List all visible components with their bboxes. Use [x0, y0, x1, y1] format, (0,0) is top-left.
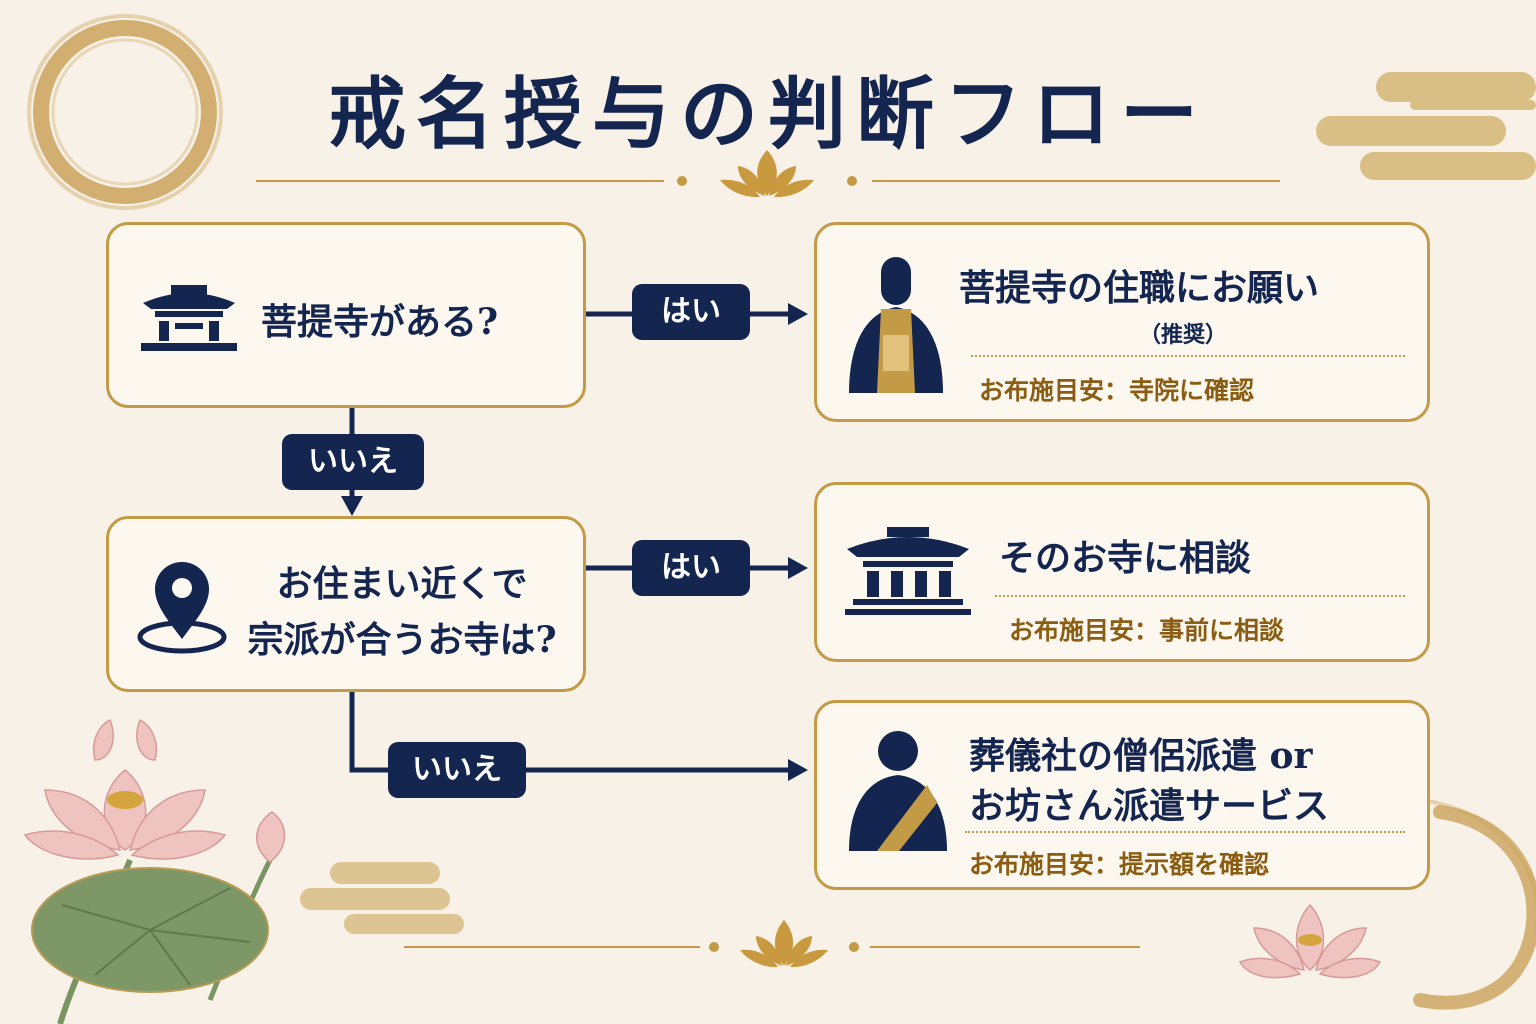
- result-1-fee: お布施目安：寺院に確認: [979, 376, 1255, 405]
- edge-label-q1-yes: はい: [632, 284, 750, 340]
- lotus-flower-bottom-right-icon: [1238, 903, 1382, 979]
- result-box-2: そのお寺に相談 お布施目安：事前に相談: [814, 482, 1430, 662]
- edge-label-q2-yes: はい: [632, 540, 750, 596]
- head-priest-icon: [849, 257, 943, 393]
- question-2-line-2: 宗派が合うお寺は?: [247, 619, 557, 661]
- temple-icon: [141, 285, 237, 351]
- bottom-divider: [404, 920, 1140, 968]
- result-3-fee-value: 提示額を確認: [1119, 850, 1270, 879]
- arrowhead-q1-no-icon: [341, 496, 363, 516]
- brush-arc-bottom-right-icon: [1413, 798, 1536, 1010]
- result-3-line-2: お坊さん派遣サービス: [969, 785, 1330, 827]
- temple-icon: [845, 527, 971, 615]
- result-2-divider: [995, 595, 1405, 597]
- result-1-note: （推奨）: [1138, 322, 1227, 348]
- result-3-divider: [965, 831, 1405, 833]
- monk-icon: [849, 731, 947, 851]
- result-2-fee-label: お布施目安: [1009, 616, 1135, 645]
- arrowhead-q1-yes-icon: [788, 303, 808, 325]
- lotus-emblem-top-icon: [720, 150, 814, 198]
- question-1-text: 菩提寺がある?: [261, 301, 499, 343]
- result-2-fee: お布施目安：事前に相談: [1009, 616, 1285, 645]
- result-3-line-1: 葬儀社の僧侶派遣 or: [969, 735, 1313, 777]
- cloud-bottom-left-icon: [300, 862, 464, 934]
- question-box-2: お住まい近くで 宗派が合うお寺は?: [106, 516, 586, 692]
- result-box-3: 葬儀社の僧侶派遣 or お坊さん派遣サービス お布施目安：提示額を確認: [814, 700, 1430, 890]
- result-3-fee-label: お布施目安: [969, 850, 1095, 879]
- map-pin-icon: [137, 562, 227, 654]
- edge-label-q2-no: いいえ: [388, 742, 526, 798]
- result-1-divider: [971, 355, 1405, 357]
- lotus-flower-bottom-left-icon: [23, 718, 286, 1024]
- result-3-fee: お布施目安：提示額を確認: [969, 850, 1270, 879]
- result-box-1: 菩提寺の住職にお願い （推奨） お布施目安：寺院に確認: [814, 222, 1430, 422]
- arrowhead-q2-yes-icon: [788, 557, 808, 579]
- arrowhead-q2-no-icon: [788, 759, 808, 781]
- result-2-fee-value: 事前に相談: [1159, 616, 1285, 645]
- page-title: 戒名授与の判断フロー: [327, 69, 1208, 160]
- edge-label-q1-no: いいえ: [282, 434, 424, 490]
- brush-circle-top-left-icon: [27, 14, 223, 210]
- result-1-fee-value: 寺院に確認: [1129, 376, 1255, 405]
- result-1-title: 菩提寺の住職にお願い: [959, 267, 1320, 309]
- cloud-top-right-icon: [1316, 72, 1536, 180]
- title-divider: [256, 150, 1280, 198]
- question-2-line-1: お住まい近くで: [276, 563, 528, 605]
- result-2-title: そのお寺に相談: [999, 537, 1252, 579]
- lotus-emblem-bottom-icon: [740, 920, 828, 968]
- question-box-1: 菩提寺がある?: [106, 222, 586, 408]
- result-1-fee-label: お布施目安: [979, 376, 1105, 405]
